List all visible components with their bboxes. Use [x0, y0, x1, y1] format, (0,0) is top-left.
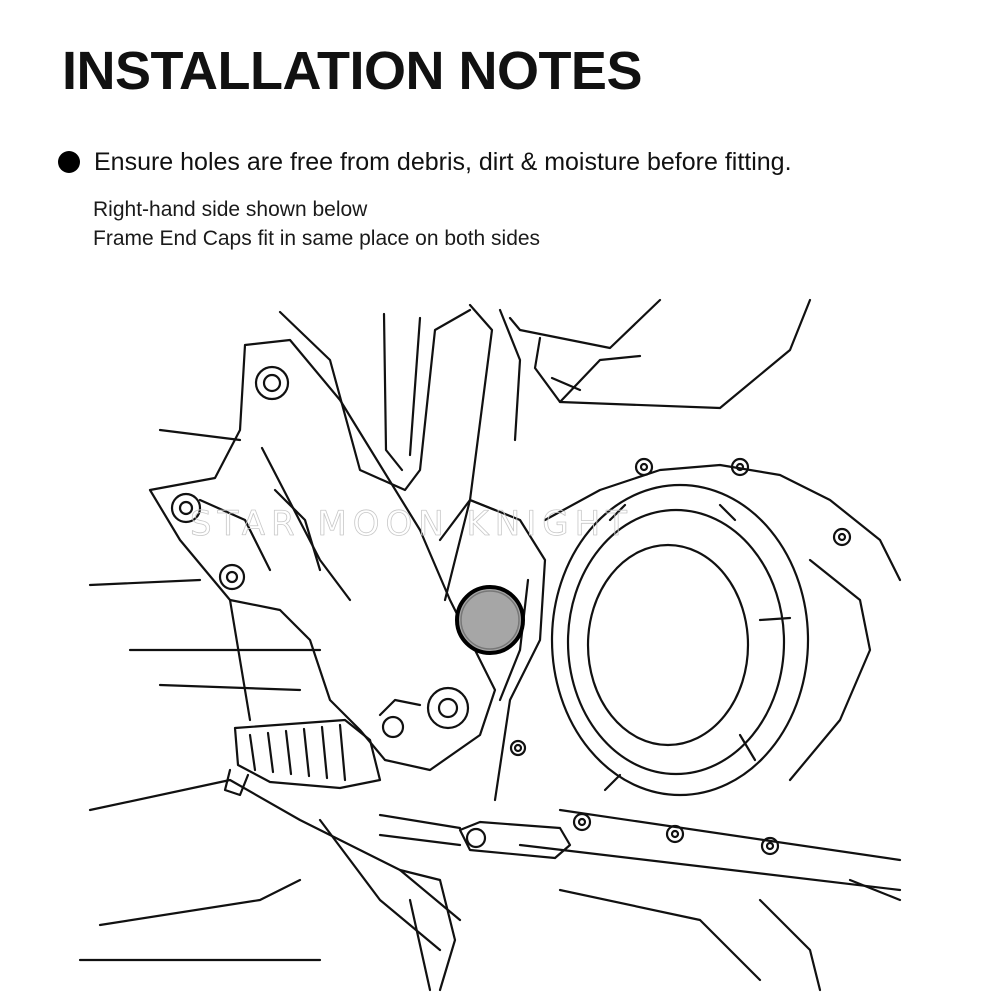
footpeg	[223, 718, 382, 797]
shift-lever	[378, 813, 572, 860]
frame-rail	[438, 498, 547, 802]
detail-line-placement: Frame End Caps fit in same place on both…	[93, 227, 541, 250]
detail-line-side: Right-hand side shown below	[93, 198, 368, 221]
engine-clutch-cover	[518, 457, 902, 892]
motorcycle-frame-illustration: STAR MOON KNIGHT	[78, 298, 902, 992]
installation-note: Ensure holes are free from debris, dirt …	[58, 144, 792, 180]
frame-end-cap-highlight	[455, 585, 525, 655]
watermark-text: STAR MOON KNIGHT	[190, 504, 633, 544]
page-title: INSTALLATION NOTES	[62, 41, 642, 101]
bullet-icon	[58, 151, 80, 173]
note-text: Ensure holes are free from debris, dirt …	[94, 148, 792, 176]
lower-frame-and-exhaust	[78, 428, 902, 992]
upper-frame-lines	[278, 298, 812, 512]
footpeg-hanger-bracket	[148, 338, 497, 772]
